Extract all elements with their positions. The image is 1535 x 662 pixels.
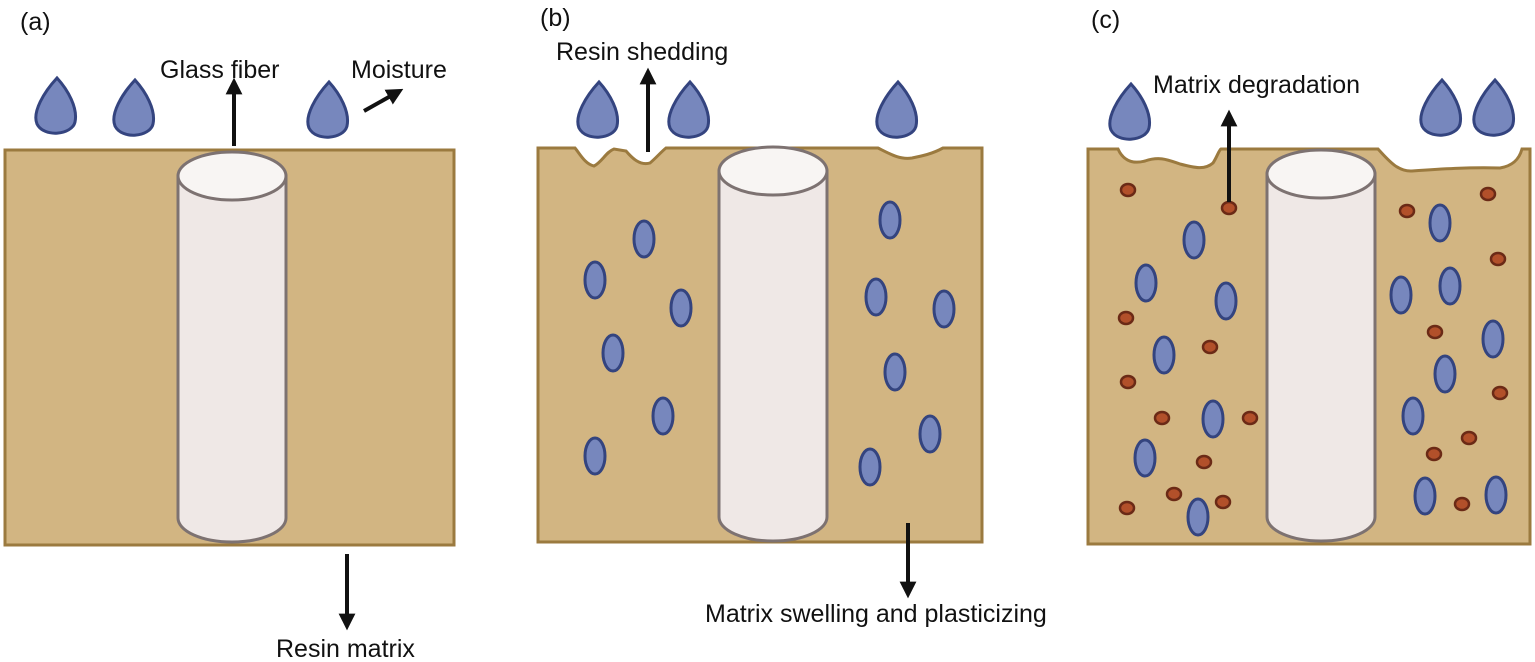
moisture-drop xyxy=(576,79,620,139)
degradation-particle xyxy=(1153,410,1171,426)
degradation-products-c xyxy=(1117,182,1509,516)
absorbed-moisture-droplet xyxy=(669,288,693,328)
degradation-particle xyxy=(1398,203,1416,219)
absorbed-moisture-droplet xyxy=(878,200,902,240)
panel-c-label: (c) xyxy=(1091,6,1120,34)
absorbed-moisture-droplet xyxy=(601,333,625,373)
absorbed-moisture-droplet xyxy=(1433,354,1457,394)
glass-fiber-label: Glass fiber xyxy=(160,56,279,84)
degradation-particle xyxy=(1201,339,1219,355)
moisture-drop xyxy=(34,75,78,135)
degradation-particle xyxy=(1479,186,1497,202)
moisture-drops-c xyxy=(1108,77,1516,141)
moisture-drops-a xyxy=(34,75,350,139)
degradation-particle xyxy=(1241,410,1259,426)
moisture-arrow xyxy=(363,88,404,113)
absorbed-moisture-droplet xyxy=(583,436,607,476)
absorbed-moisture-droplet xyxy=(1133,438,1157,478)
absorbed-moisture-droplet xyxy=(651,396,675,436)
degradation-particle xyxy=(1117,310,1135,326)
absorbed-moisture-droplet xyxy=(1401,396,1425,436)
degradation-particle xyxy=(1460,430,1478,446)
degradation-particle xyxy=(1119,182,1137,198)
resin-shedding-label: Resin shedding xyxy=(556,38,728,66)
degradation-particle xyxy=(1220,200,1238,216)
moisture-drop xyxy=(667,79,711,139)
degradation-particle xyxy=(1119,374,1137,390)
degradation-particle xyxy=(1118,500,1136,516)
moisture-drop xyxy=(875,79,919,139)
absorbed-moisture-droplet xyxy=(1413,476,1437,516)
glass-fiber xyxy=(176,150,288,544)
degradation-particle xyxy=(1453,496,1471,512)
absorbed-moisture-droplet xyxy=(932,289,956,329)
swelling-label: Matrix swelling and plasticizing xyxy=(705,600,1047,628)
resin-matrix-label: Resin matrix xyxy=(276,635,415,662)
absorbed-moisture-b xyxy=(583,200,956,487)
degradation-particle xyxy=(1165,486,1183,502)
panel-b-label: (b) xyxy=(540,4,571,32)
absorbed-moisture-droplet xyxy=(632,219,656,259)
absorbed-moisture-droplet xyxy=(864,277,888,317)
panel-c: (c) xyxy=(1086,6,1532,546)
absorbed-moisture-droplet xyxy=(883,352,907,392)
degradation-particle xyxy=(1489,251,1507,267)
moisture-drop xyxy=(306,79,350,139)
degradation-particle xyxy=(1491,385,1509,401)
glass-fiber xyxy=(1265,148,1377,543)
moisture-drop xyxy=(1419,77,1463,137)
absorbed-moisture-droplet xyxy=(1182,220,1206,260)
degradation-particle xyxy=(1195,454,1213,470)
absorbed-moisture-droplet xyxy=(1152,335,1176,375)
absorbed-moisture-droplet xyxy=(858,447,882,487)
panel-a: (a) Glass fiber Moisture Resin matrix xyxy=(3,8,456,662)
moisture-label: Moisture xyxy=(351,56,447,84)
absorbed-moisture-droplet xyxy=(1201,399,1225,439)
moisture-drop xyxy=(1108,81,1152,141)
absorbed-moisture-droplet xyxy=(583,260,607,300)
absorbed-moisture-droplet xyxy=(1389,275,1413,315)
glass-fiber xyxy=(717,145,829,543)
panel-a-label: (a) xyxy=(20,8,51,36)
degradation-particle xyxy=(1214,494,1232,510)
moisture-drop xyxy=(112,77,156,137)
absorbed-moisture-droplet xyxy=(1438,266,1462,306)
moisture-drops-b xyxy=(576,79,919,139)
absorbed-moisture-droplet xyxy=(918,414,942,454)
absorbed-moisture-droplet xyxy=(1214,281,1238,321)
absorbed-moisture-droplet xyxy=(1428,203,1452,243)
absorbed-moisture-c xyxy=(1133,203,1508,537)
moisture-drop xyxy=(1472,77,1516,137)
panel-b: (b) Resin shedding Mat xyxy=(536,4,1047,628)
absorbed-moisture-droplet xyxy=(1481,319,1505,359)
absorbed-moisture-droplet xyxy=(1186,497,1210,537)
absorbed-moisture-droplet xyxy=(1484,475,1508,515)
degradation-particle xyxy=(1426,324,1444,340)
absorbed-moisture-droplet xyxy=(1134,263,1158,303)
degradation-particle xyxy=(1425,446,1443,462)
matrix-degradation-label: Matrix degradation xyxy=(1153,71,1360,99)
